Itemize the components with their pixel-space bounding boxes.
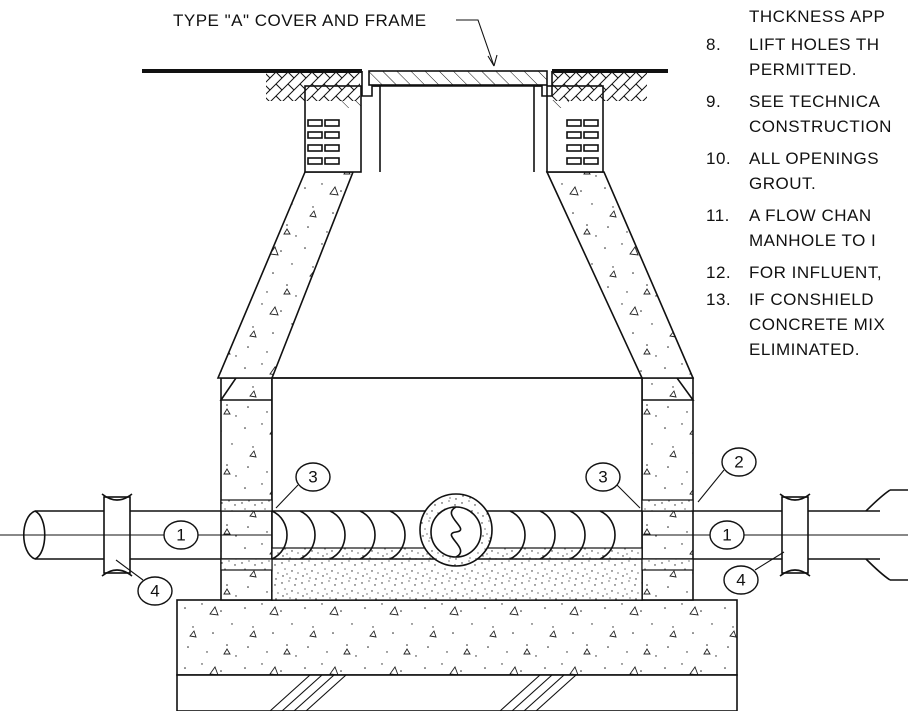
note-11-number: 11. [706,206,730,225]
note-10-number: 10. [706,149,731,168]
callout-4-left: 4 [115,559,173,606]
svg-text:3: 3 [598,468,607,487]
subbase [176,674,738,711]
callout-2: 2 [697,447,757,503]
svg-text:2: 2 [734,453,743,472]
svg-text:4: 4 [736,571,745,590]
note-8-number: 8. [706,35,721,54]
note-9-number: 9. [706,92,721,111]
note-10-line-1: GROUT. [749,174,816,193]
note-9-line-0: SEE TECHNICA [749,92,880,111]
callout-1-right: 1 [709,520,745,550]
svg-text:1: 1 [176,526,185,545]
cone-right [545,171,695,379]
callout-4-right: 4 [723,551,785,595]
note-12-number: 12. [706,263,731,282]
note-10-line-0: ALL OPENINGS [749,149,879,168]
callout-3-left: 3 [275,462,331,509]
coupling-left [220,499,273,512]
callout-3-right: 3 [585,462,641,509]
note-11-line-1: MANHOLE TO I [749,231,876,250]
svg-text:3: 3 [308,468,317,487]
note-11-line-0: A FLOW CHAN [749,206,872,225]
note-9-line-1: CONSTRUCTION [749,117,892,136]
pavement-right [552,71,647,101]
note-13-number: 13. [706,290,731,309]
coupling-left-lower [220,558,273,571]
base-slab [176,599,738,676]
cover-frame-leader [456,19,495,67]
note-0-line-0: THCKNESS APP [749,7,885,26]
cover-frame-label: TYPE "A" COVER AND FRAME [173,11,427,30]
svg-text:1: 1 [722,526,731,545]
coupling-right [641,499,694,512]
notes-block: THCKNESS APP 8. LIFT HOLES TH PERMITTED.… [706,7,892,359]
channel-section [419,493,493,567]
note-13-line-2: ELIMINATED. [749,340,860,359]
pavement-left [266,71,360,101]
subbase-hatch-left [269,674,347,711]
note-13-line-1: CONCRETE MIX [749,315,885,334]
callout-1-left: 1 [163,520,199,550]
cover-frame [361,70,553,172]
note-8-line-1: PERMITTED. [749,60,857,79]
cone-left [216,171,355,379]
note-13-line-0: IF CONSHIELD [749,290,874,309]
note-12-line-0: FOR INFLUENT, [749,263,882,282]
coupling-right-lower [641,558,694,571]
subbase-hatch-right [499,674,577,711]
note-8-line-0: LIFT HOLES TH [749,35,880,54]
svg-text:4: 4 [150,582,159,601]
